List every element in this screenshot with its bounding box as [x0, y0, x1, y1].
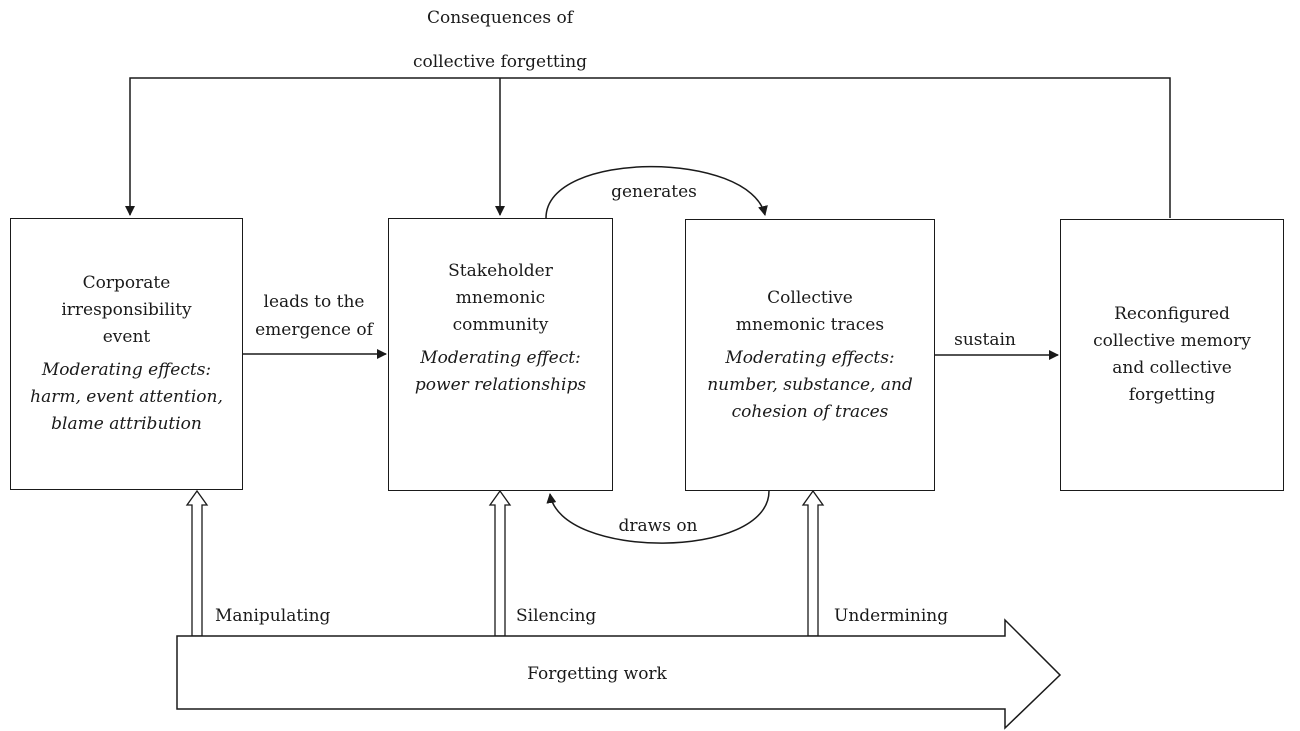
moderating-line: harm, event attention,	[30, 387, 223, 407]
silencing-label: Silencing	[516, 606, 597, 626]
title-line: and collective	[1112, 358, 1232, 378]
generates-label: generates	[611, 182, 697, 202]
draws-on-arc	[546, 490, 770, 544]
leads-to-line1: leads to the	[263, 292, 365, 312]
title-line: community	[452, 315, 549, 335]
moderating-line: Moderating effects:	[725, 347, 895, 368]
box-reconfigured-collective-memory: Reconfigured collective memory and colle…	[1060, 219, 1284, 491]
draws-on-label: draws on	[618, 516, 698, 536]
silencing-hollow-arrow	[488, 489, 512, 637]
sustain-label: sustain	[954, 330, 1016, 350]
forgetting-work-arrow	[176, 618, 1062, 730]
box-corporate-irresponsibility-event: Corporate irresponsibility event Moderat…	[10, 218, 243, 490]
generates-arc	[545, 165, 768, 219]
moderating-line: cohesion of traces	[731, 401, 889, 422]
feedback-label-line2: collective forgetting	[412, 52, 588, 72]
undermining-label: Undermining	[834, 606, 949, 626]
title-line: mnemonic	[455, 288, 546, 308]
forgetting-work-label: Forgetting work	[527, 664, 667, 684]
title-line: collective memory	[1093, 331, 1251, 351]
manipulating-label: Manipulating	[215, 606, 331, 626]
feedback-label: Consequences of collective forgetting	[413, 6, 587, 74]
box-title: Collective mnemonic traces	[736, 285, 884, 339]
title-line: event	[102, 327, 151, 347]
box-collective-mnemonic-traces: Collective mnemonic traces Moderating ef…	[685, 219, 935, 491]
box-moderating-effects: Moderating effect: power relationships	[415, 345, 586, 399]
leads-to-line2: emergence of	[255, 320, 373, 340]
box-title: Corporate irresponsibility event	[61, 270, 191, 351]
box-title: Reconfigured collective memory and colle…	[1093, 301, 1251, 409]
title-line: forgetting	[1128, 385, 1216, 405]
title-line: Corporate	[82, 273, 171, 293]
moderating-line: blame attribution	[51, 414, 202, 434]
leads-to-label: leads to the emergence of	[255, 288, 373, 344]
title-line: Stakeholder	[448, 261, 553, 281]
box-moderating-effects: Moderating effects: harm, event attentio…	[30, 357, 223, 438]
moderating-line: number, substance, and	[707, 374, 913, 395]
feedback-loop-line	[125, 77, 1171, 218]
moderating-line: power relationships	[414, 375, 587, 395]
box-stakeholder-mnemonic-community: Stakeholder mnemonic community Moderatin…	[388, 218, 613, 491]
title-line: Reconfigured	[1114, 304, 1230, 324]
title-line: irresponsibility	[61, 300, 192, 320]
title-line: mnemonic traces	[735, 314, 885, 335]
title-line: Collective	[767, 287, 853, 308]
box-title: Stakeholder mnemonic community	[448, 258, 553, 339]
undermining-hollow-arrow	[801, 489, 825, 637]
box-moderating-effects: Moderating effects: number, substance, a…	[707, 345, 913, 426]
moderating-line: Moderating effects:	[41, 360, 212, 380]
feedback-label-line1: Consequences of	[426, 8, 574, 28]
manipulating-hollow-arrow	[185, 489, 209, 637]
moderating-line: Moderating effect:	[420, 348, 581, 368]
